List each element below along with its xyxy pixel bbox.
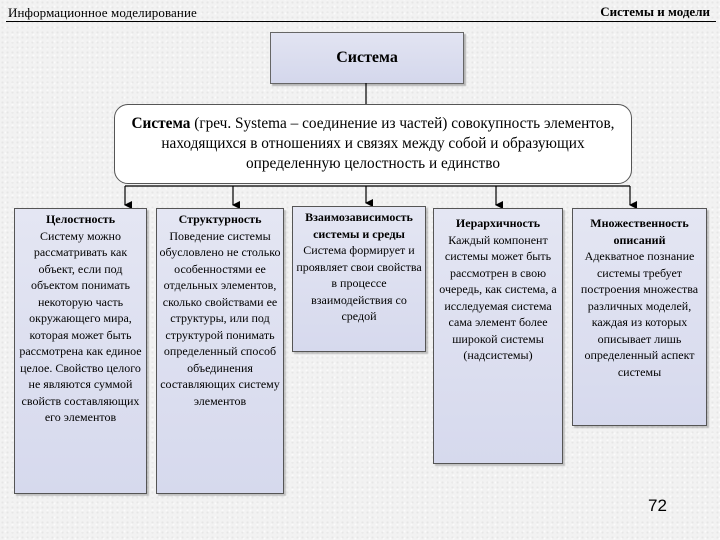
property-body: Поведение системы обусловлено не столько… — [159, 228, 281, 408]
system-title-box: Система — [270, 32, 464, 84]
header-left-title: Информационное моделирование — [8, 5, 197, 20]
definition-text: Система (греч. Systema – соединение из ч… — [125, 114, 621, 174]
property-title: Множественность описаний — [590, 216, 689, 247]
property-title: Взаимозависимость системы и среды — [305, 210, 413, 241]
property-card-structure: Структурность Поведение системы обусловл… — [156, 208, 284, 494]
page-number: 72 — [648, 496, 667, 515]
property-title: Иерархичность — [455, 216, 541, 230]
property-card-integrity: Целостность Систему можно рассматривать … — [14, 208, 147, 494]
definition-body: (греч. Systema – соединение из частей) с… — [161, 115, 615, 172]
property-card-multiple-descriptions: Множественность описаний Адекватное позн… — [572, 208, 707, 426]
property-title: Структурность — [178, 212, 262, 226]
definition-term: Система — [131, 115, 191, 132]
property-card-interdependence: Взаимозависимость системы и среды Систем… — [292, 206, 426, 352]
system-title-label: Система — [336, 49, 398, 66]
header-right-title: Системы и модели — [600, 4, 710, 19]
property-card-hierarchy: Иерархичность Каждый компонент системы м… — [433, 208, 563, 464]
definition-box: Система (греч. Systema – соединение из ч… — [114, 104, 632, 184]
property-body: Система формирует и проявляет свои свойс… — [296, 243, 422, 323]
header-divider — [6, 21, 716, 22]
property-body: Адекватное познание системы требует пост… — [580, 249, 699, 379]
property-body: Систему можно рассматривать как объект, … — [19, 228, 142, 425]
property-title: Целостность — [45, 212, 116, 226]
property-body: Каждый компонент системы может быть расс… — [439, 232, 557, 363]
